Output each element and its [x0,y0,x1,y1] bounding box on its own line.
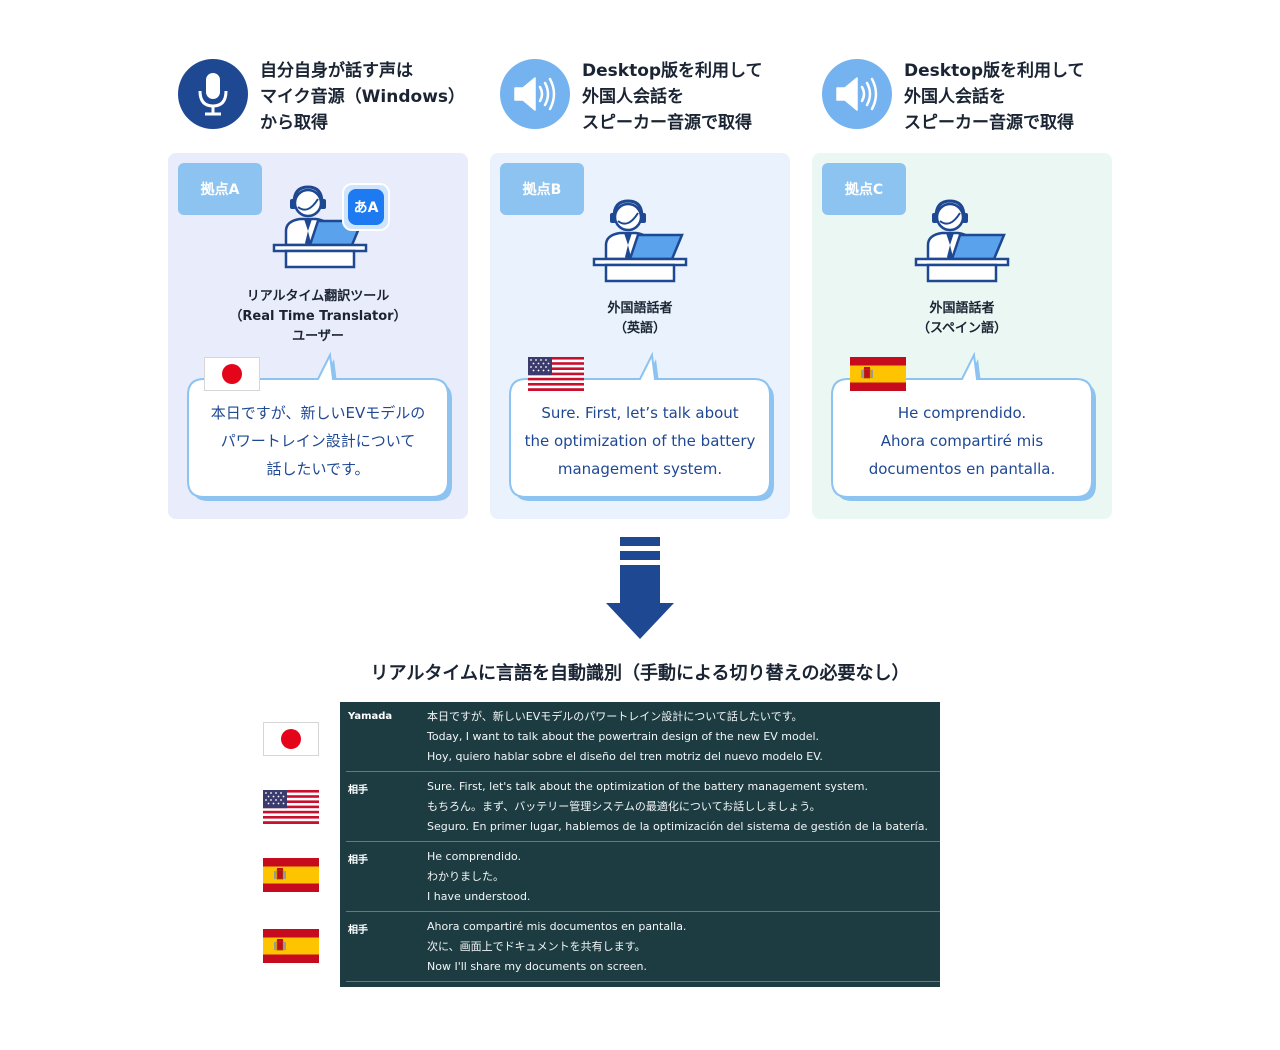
transcript-line: もちろん。まず、バッテリー管理システムの最適化についてお話ししましょう。 [427,800,821,813]
site-c-panel: 拠点C 外国語話者 （スペイン語） He comprendido. Ahora … [812,153,1112,519]
site-a-panel: 拠点A あA リアルタイム翻訳ツール （Real Time Translator… [168,153,468,519]
site-a-speech: 本日ですが、新しいEVモデルの パワートレイン設計について 話したいです。 [210,404,426,478]
site-c-tag: 拠点C [822,163,906,215]
spain-flag [263,929,319,963]
speaker-name: 相手 [348,855,368,866]
transcript-line: Hoy, quiero hablar sobre el diseño del t… [427,750,823,763]
speaker-icon [822,59,892,129]
site-b-role: 外国語話者 （英語） [607,301,673,336]
site-b-panel: 拠点B 外国語話者 （英語） Sure. First, let’s talk a… [490,153,790,519]
transcript-line: Seguro. En primer lugar, hablemos de la … [427,820,928,833]
spain-flag [850,357,906,391]
transcript-line: He comprendido. [427,850,522,863]
translate-icon: あA [342,183,390,231]
speaker-icon [500,59,570,129]
transcript-line: 本日ですが、新しいEVモデルのパワートレイン設計について話したいです。 [427,710,803,723]
transcript-line: Sure. First, let's talk about the optimi… [427,780,868,793]
site-c-role: 外国語話者 （スペイン語） [916,301,1008,336]
source-speaker-b-text: Desktop版を利用して 外国人会話を スピーカー音源で取得 [582,61,763,133]
transcript-row: Yamada 本日ですが、新しいEVモデルのパワートレイン設計について話したいで… [340,702,940,772]
source-mic-text: 自分自身が話す声は マイク音源（Windows） から取得 [260,61,466,133]
japan-flag [204,357,260,391]
microphone-icon [178,59,248,129]
transcript-line: Now I'll share my documents on screen. [427,960,648,973]
usa-flag [528,357,584,391]
speaker-name: Yamada [348,711,393,722]
transcript-line: 次に、画面上でドキュメントを共有します。 [427,940,646,953]
site-a-tag: 拠点A [178,163,262,215]
transcript-row: 相手 He comprendido. わかりました。 I have unders… [340,842,940,912]
speaker-name: 相手 [348,925,368,936]
transcript-row: 相手 Sure. First, let's talk about the opt… [340,772,940,842]
site-b-tag: 拠点B [500,163,584,215]
operator-person-icon [590,199,690,289]
transcript-line: Ahora compartiré mis documentos en panta… [427,920,687,933]
transcript-row: 相手 Ahora compartiré mis documentos en pa… [340,912,940,982]
transcript-line: I have understood. [427,890,531,903]
source-speaker-c-text: Desktop版を利用して 外国人会話を スピーカー音源で取得 [904,61,1085,133]
translate-icon-label: あA [348,189,384,225]
usa-flag [263,790,319,824]
japan-flag [263,722,319,756]
transcript-line: わかりました。 [427,870,504,883]
down-arrow-icon [606,537,674,639]
site-c-speech: He comprendido. Ahora compartiré mis doc… [868,404,1056,478]
site-a-role: リアルタイム翻訳ツール （Real Time Translator） ユーザー [229,289,407,344]
spain-flag [263,858,319,892]
transcript-panel: Yamada 本日ですが、新しいEVモデルのパワートレイン設計について話したいで… [340,702,940,987]
transcript-line: Today, I want to talk about the powertra… [427,730,820,743]
auto-detect-title: リアルタイムに言語を自動識別（手動による切り替えの必要なし） [370,663,910,684]
operator-person-icon [912,199,1012,289]
speaker-name: 相手 [348,785,368,796]
site-b-speech: Sure. First, let’s talk about the optimi… [524,404,756,478]
